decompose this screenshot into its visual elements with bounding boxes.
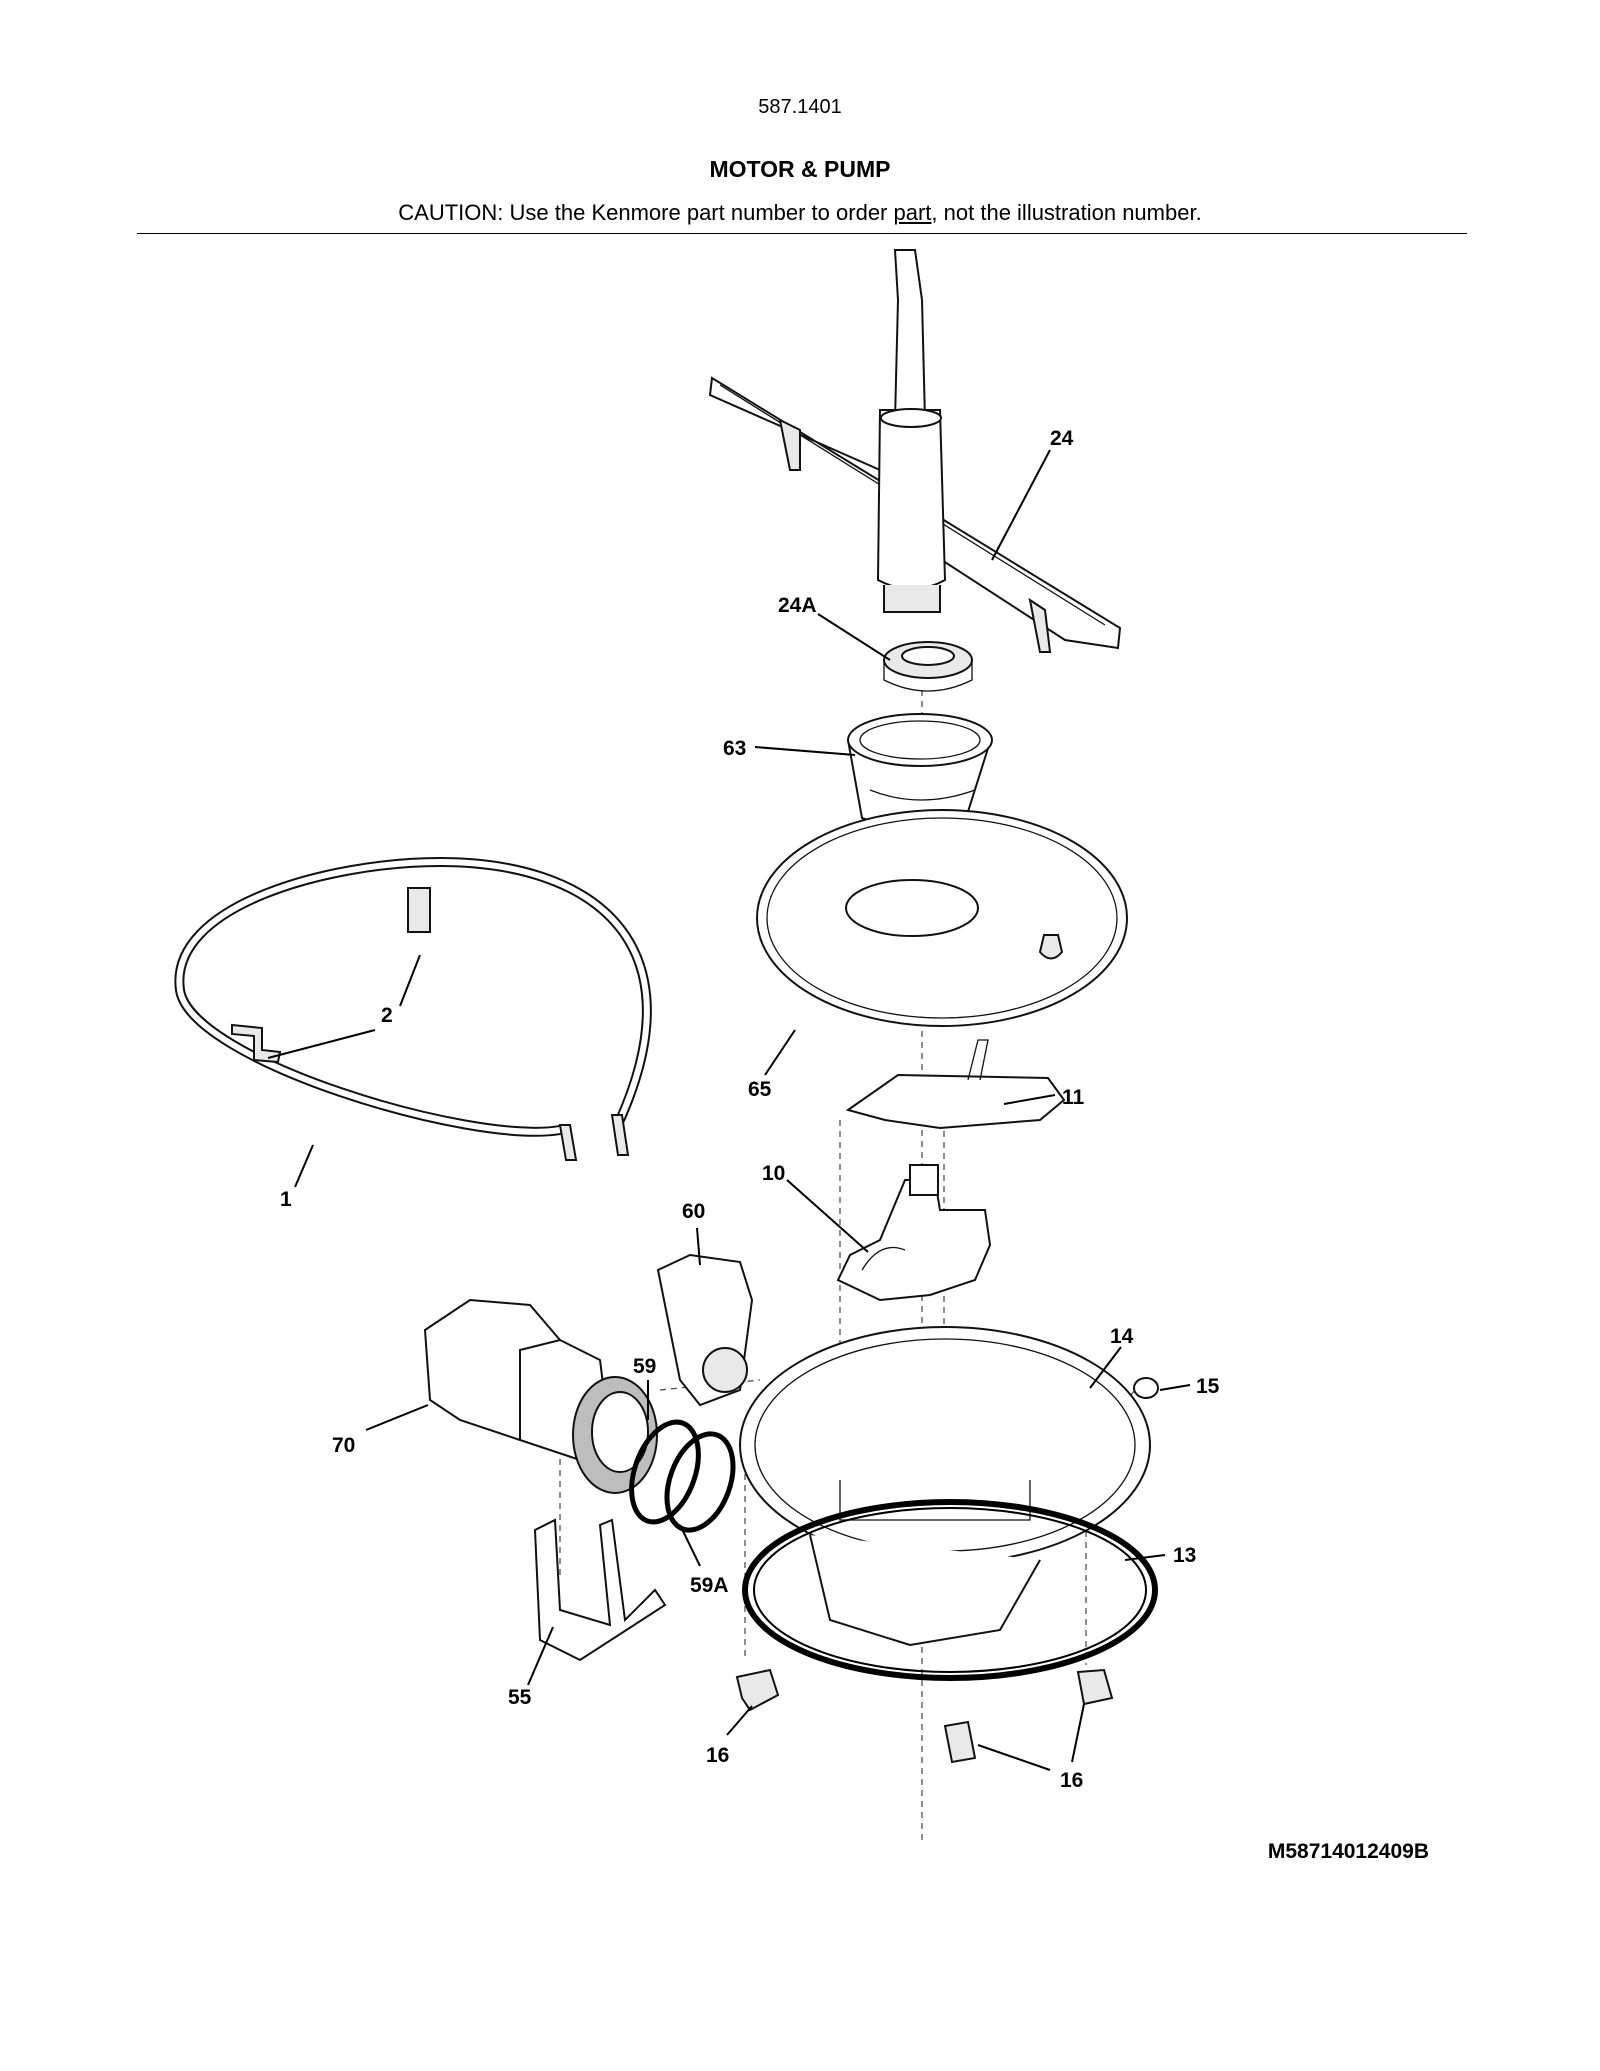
callout-11: 11: [1062, 1086, 1085, 1109]
callout-59: 59: [633, 1355, 656, 1378]
pump-housing-part: [836, 1164, 992, 1302]
callout-13: 13: [1173, 1544, 1196, 1567]
callout-labels: 24 24A 63 2 65 11 1 10 60 14 15 59 70 13…: [280, 427, 1220, 1792]
motor-bracket-part: [533, 1518, 667, 1662]
filter-plate-part: [756, 809, 1128, 1027]
callout-2: 2: [381, 1004, 393, 1027]
gasket-part: [742, 1499, 1158, 1681]
motor-cover-part: [656, 1253, 754, 1407]
caution-part-link[interactable]: part: [893, 200, 932, 225]
caution-note: CAUTION: Use the Kenmore part number to …: [0, 200, 1600, 226]
foot-pads-part: [735, 1668, 1114, 1764]
callout-59a: 59A: [690, 1574, 729, 1597]
spray-arm-part: [708, 249, 1122, 653]
caution-text-start: CAUTION: Use the Kenmore part number to …: [398, 200, 894, 225]
callout-60: 60: [682, 1200, 705, 1223]
callout-1: 1: [280, 1188, 292, 1211]
heat-shield-part: [845, 1039, 1066, 1130]
heating-element-part: [174, 856, 652, 1161]
callout-14: 14: [1110, 1325, 1134, 1348]
seal-ring-part: [883, 641, 973, 692]
callout-15: 15: [1196, 1375, 1220, 1398]
callout-55: 55: [508, 1686, 532, 1709]
callout-16-right: 16: [1060, 1769, 1083, 1792]
callout-10: 10: [762, 1162, 785, 1185]
motor-part: [423, 1298, 658, 1494]
callout-24: 24: [1050, 427, 1074, 450]
section-title: MOTOR & PUMP: [709, 156, 891, 182]
callout-16-left: 16: [706, 1744, 729, 1767]
callout-leaders: [267, 449, 1191, 1771]
model-number: 587.1401: [758, 96, 842, 118]
callout-24a: 24A: [778, 594, 817, 617]
callout-65: 65: [748, 1078, 772, 1101]
sump-part: [739, 1326, 1151, 1647]
diagram-code: M58714012409B: [1267, 1840, 1429, 1863]
clip-part: [1133, 1377, 1159, 1399]
callout-70: 70: [332, 1434, 355, 1457]
header-divider: [137, 233, 1467, 234]
callout-63: 63: [723, 737, 746, 760]
caution-text-end: , not the illustration number.: [931, 200, 1202, 225]
